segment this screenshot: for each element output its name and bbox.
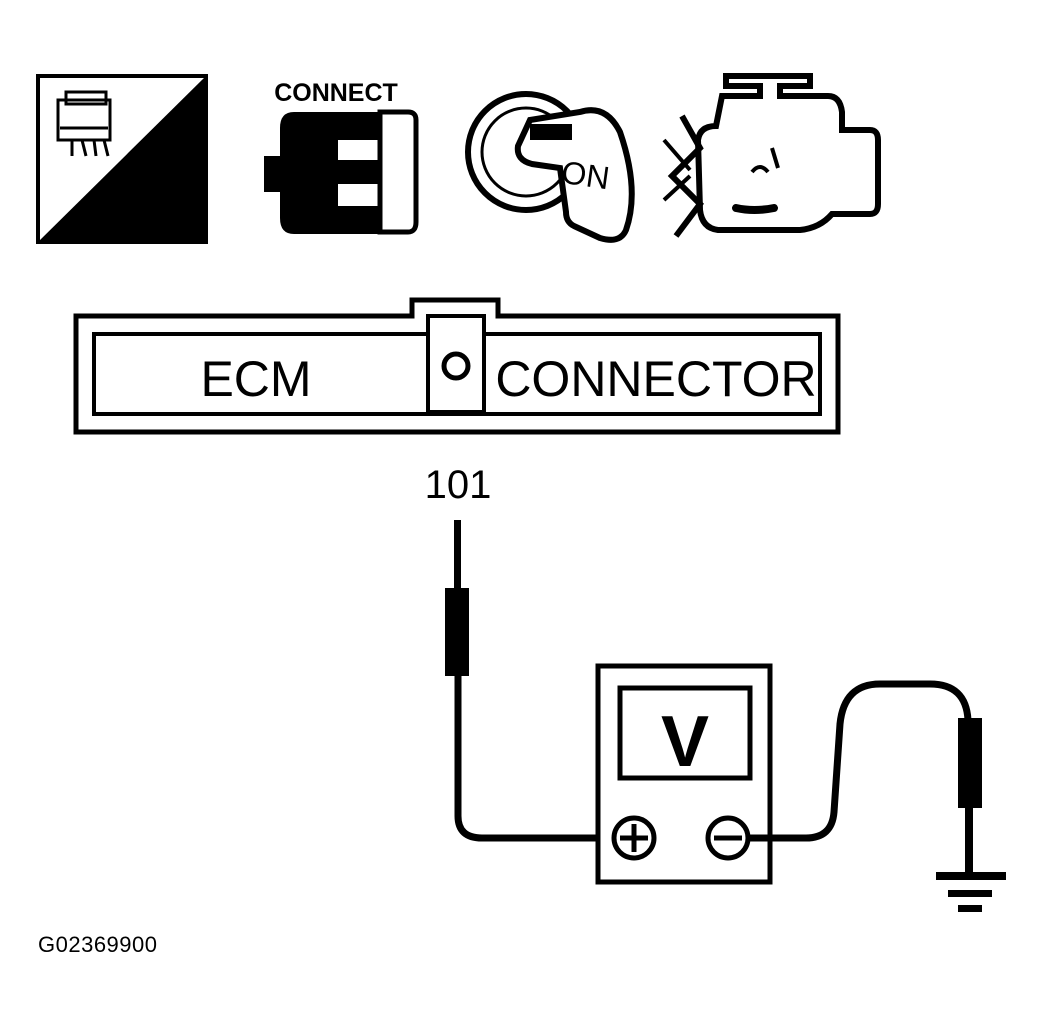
ground-icon bbox=[936, 872, 1006, 912]
connect-icon: CONNECT bbox=[264, 79, 419, 235]
negative-probe bbox=[748, 680, 982, 876]
terminal-number: 101 bbox=[425, 463, 492, 507]
minus-terminal-icon bbox=[705, 815, 751, 861]
harness-side-label: H.S. bbox=[115, 195, 189, 237]
ecm-label: ECM bbox=[200, 351, 311, 407]
ignition-key-icon: ON bbox=[465, 91, 635, 243]
ecm-connector: ECM CONNECTOR bbox=[73, 297, 841, 435]
relay-icon bbox=[56, 90, 112, 157]
figure-code: G02369900 bbox=[38, 932, 158, 957]
engine-icon bbox=[662, 73, 881, 238]
connector-label: CONNECTOR bbox=[495, 351, 816, 407]
connect-label: CONNECT bbox=[274, 79, 398, 107]
key-on-label: ON bbox=[559, 154, 612, 196]
voltmeter: V bbox=[595, 663, 773, 885]
terminal-pin bbox=[441, 351, 471, 381]
harness-side-icon: H.S. bbox=[36, 74, 208, 244]
plus-terminal-icon bbox=[611, 815, 657, 861]
positive-probe bbox=[445, 520, 600, 842]
voltage-symbol: V bbox=[661, 702, 709, 782]
